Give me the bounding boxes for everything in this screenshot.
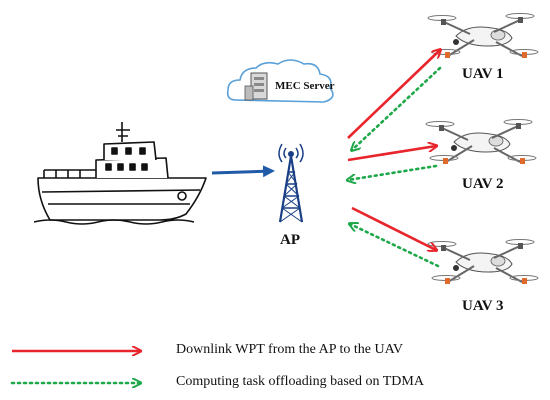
drone-icon-uav2 <box>425 118 537 165</box>
offload-arrow-uav1 <box>352 66 442 150</box>
downlink-arrow-uav2 <box>347 146 436 162</box>
ship-icon <box>33 122 207 225</box>
drone-icon-uav3 <box>427 238 539 285</box>
ship-to-ap-arrow <box>211 165 275 178</box>
legend-offloading-text: Computing task offloading based on TDMA <box>176 374 424 389</box>
offload-arrow-uav3 <box>350 224 440 268</box>
downlink-arrow-uav1 <box>347 50 440 139</box>
uav2-label: UAV 2 <box>462 176 504 192</box>
server-icon <box>244 72 268 101</box>
legend-downlink-text: Downlink WPT from the AP to the UAV <box>176 342 403 357</box>
uav3-label: UAV 3 <box>462 298 504 314</box>
ap-label: AP <box>280 232 300 248</box>
downlink-arrow-uav3 <box>351 206 436 250</box>
antenna-tower-icon <box>278 143 304 223</box>
uav1-label: UAV 1 <box>462 66 504 82</box>
offload-arrow-uav2 <box>348 164 438 180</box>
drone-icon-uav1 <box>427 12 539 59</box>
mec-server-label: MEC Server <box>275 80 335 92</box>
